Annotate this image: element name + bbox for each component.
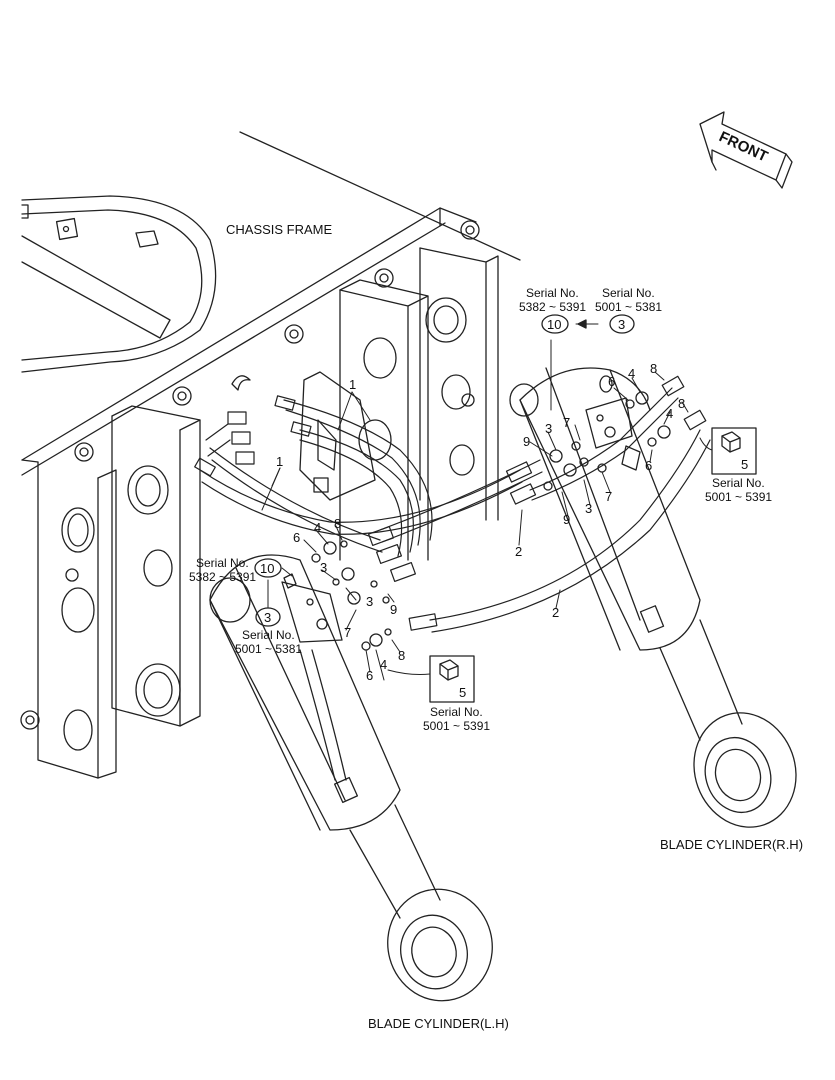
callout-6-lh-a: 6 (293, 530, 300, 545)
callout-10-rh: 10 (547, 317, 561, 332)
caption-chassis-frame: CHASSIS FRAME (226, 222, 333, 237)
callout-6-lh-b: 6 (366, 668, 373, 683)
callout-1-lower: 1 (276, 454, 283, 469)
callout-8-rh-a: 8 (650, 361, 657, 376)
caption-blade-cylinder-lh: BLADE CYLINDER(L.H) (368, 1016, 509, 1031)
arrow-icon (577, 319, 587, 329)
part-5-box-rh (711, 427, 757, 475)
serial-range-lh-a: 5382 ~ 5391 (189, 570, 256, 584)
callout-3-lh-circle: 3 (264, 610, 271, 625)
hoses (194, 375, 711, 633)
part-5-box-lh (429, 655, 475, 703)
callout-4-lh-a: 4 (314, 520, 321, 535)
serial-label-lh-b: Serial No. (242, 628, 295, 642)
blade-cylinder-lh (209, 554, 493, 1002)
callout-8-lh-b: 8 (398, 648, 405, 663)
callout-6-rh-b: 6 (645, 458, 652, 473)
callout-numbers: 1 1 2 2 10 3 3 9 6 4 8 8 4 7 6 7 3 9 5 4… (260, 317, 748, 700)
callout-4-lh-b: 4 (380, 657, 387, 672)
serial-range-top-a: 5382 ~ 5391 (519, 300, 586, 314)
callout-2-low: 2 (552, 605, 559, 620)
callout-circle-3-rh (609, 314, 635, 334)
callout-4-rh-a: 4 (628, 366, 635, 381)
serial-label-top-b: Serial No. (602, 286, 655, 300)
blade-cylinder-rh (509, 367, 797, 828)
callout-4-rh-b: 4 (666, 406, 673, 421)
serial-labels: Serial No. 5382 ~ 5391 Serial No. 5001 ~… (189, 286, 772, 733)
callout-1-upper: 1 (349, 377, 356, 392)
serial-label-lh-5: Serial No. (430, 705, 483, 719)
callout-3-lh-a: 3 (320, 560, 327, 575)
callout-8-lh-a: 8 (334, 516, 341, 531)
serial-range-top-b: 5001 ~ 5381 (595, 300, 662, 314)
front-arrow-icon (699, 111, 793, 189)
callout-8-rh-b: 8 (678, 396, 685, 411)
callout-7-rh-b: 7 (605, 489, 612, 504)
callout-3-lh-b: 3 (366, 594, 373, 609)
serial-label-rh-5: Serial No. (712, 476, 765, 490)
callout-7-lh: 7 (344, 625, 351, 640)
fittings (283, 391, 671, 651)
cap-icon-rh (721, 431, 741, 453)
callout-9-rh-a: 9 (523, 434, 530, 449)
leader-lines (261, 323, 713, 681)
caption-blade-cylinder-rh: BLADE CYLINDER(R.H) (660, 837, 803, 852)
chassis-frame (20, 131, 521, 779)
callout-3-rh-a: 3 (545, 421, 552, 436)
callout-circle-10-rh (541, 314, 569, 334)
serial-range-rh-5: 5001 ~ 5391 (705, 490, 772, 504)
captions: CHASSIS FRAME BLADE CYLINDER(R.H) BLADE … (226, 128, 803, 1031)
cap-icon-lh (439, 659, 459, 681)
callout-5-lh: 5 (459, 685, 466, 700)
callout-3-rh-b: 3 (585, 501, 592, 516)
callout-9-rh-b: 9 (563, 512, 570, 527)
callout-10-lh: 10 (260, 561, 274, 576)
valve-block-rh (585, 397, 641, 471)
callout-6-rh-a: 6 (608, 374, 615, 389)
serial-range-lh-5: 5001 ~ 5391 (423, 719, 490, 733)
frame-bolts (20, 220, 480, 730)
callout-circle-10-lh (254, 558, 282, 578)
serial-range-lh-b: 5001 ~ 5381 (235, 642, 302, 656)
callout-circle-3-lh (255, 607, 281, 627)
callout-5-rh: 5 (741, 457, 748, 472)
callout-3-rh-circle: 3 (618, 317, 625, 332)
serial-label-top-a: Serial No. (526, 286, 579, 300)
callout-7-rh-a: 7 (563, 415, 570, 430)
callout-9-lh: 9 (390, 602, 397, 617)
callout-2-mid: 2 (515, 544, 522, 559)
serial-label-lh-a: Serial No. (196, 556, 249, 570)
